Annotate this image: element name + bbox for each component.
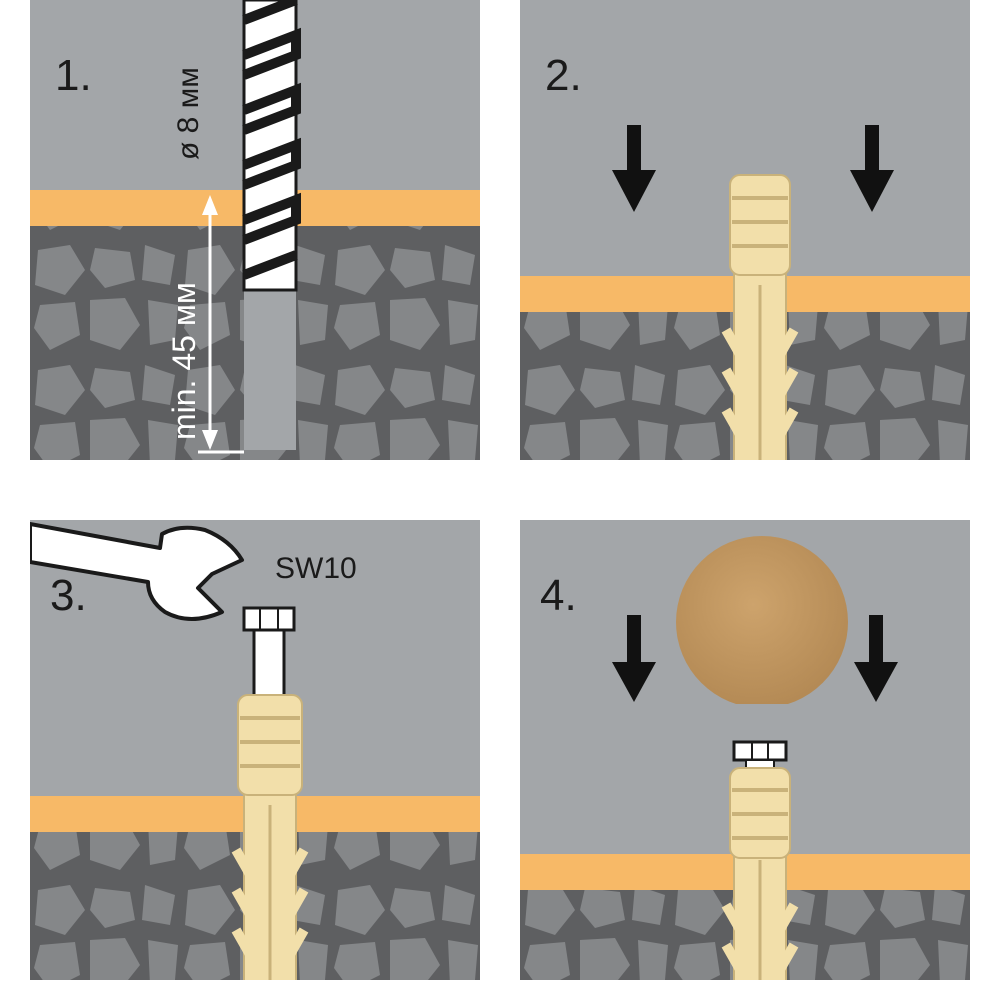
step-2-illustration: 2. [520,0,970,460]
drill-bit-icon [242,0,301,292]
step-number: 4. [540,571,577,620]
ball-object [676,536,848,708]
wall-plug-icon [231,694,309,980]
step-number: 3. [50,571,87,620]
step-1-illustration: 1. ø 8 мм min. 45 мм [30,0,480,460]
wall-plug-icon [721,174,799,460]
step-number: 2. [545,51,582,100]
down-arrow-icon [854,615,898,702]
diameter-label: ø 8 мм [172,67,205,160]
down-arrow-icon [612,125,656,212]
step-number: 1. [55,51,92,100]
step-3-panel: 3. SW10 [30,520,480,980]
down-arrow-icon [612,615,656,702]
step-3-illustration: 3. SW10 [30,520,480,980]
down-arrow-icon [850,125,894,212]
depth-label: min. 45 мм [166,282,202,440]
step-2-panel: 2. [520,0,970,460]
depth-arrow [198,195,244,454]
wrench-size-label: SW10 [275,552,357,585]
wrench-icon [30,522,244,621]
wall-plug-icon [721,767,799,980]
step-1-panel: 1. ø 8 мм min. 45 мм [30,0,480,460]
step-4-illustration: 4. [520,520,970,980]
step-4-panel: 4. [520,520,970,980]
